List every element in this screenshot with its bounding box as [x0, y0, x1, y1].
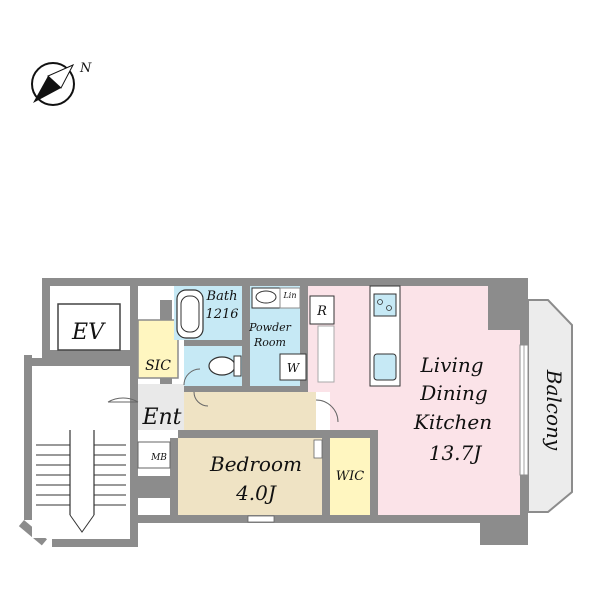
toilet-door-swing	[183, 368, 201, 386]
balcony-floor	[527, 299, 573, 513]
entrance-label: Ent	[141, 405, 181, 430]
ldk-size: 13.7J	[429, 441, 483, 465]
bath-size: 1216	[205, 307, 238, 322]
kitchen-sink-icon	[373, 353, 397, 381]
powder-label-line1: Powder	[248, 321, 292, 334]
bedroom-floor	[178, 438, 322, 515]
ldk-label-line3: Kitchen	[413, 410, 492, 434]
pantry-shelf	[317, 325, 335, 383]
balcony-label: Balcony	[542, 369, 566, 451]
bedroom-size: 4.0J	[235, 481, 277, 505]
compass-needle-north-icon	[47, 63, 75, 89]
sic-label: SIC	[145, 358, 171, 374]
washer-label: W	[287, 361, 301, 375]
ldk-door-swing	[315, 399, 339, 423]
ldk-floor	[308, 286, 520, 515]
bedroom-label: Bedroom	[209, 452, 302, 476]
wic-closet	[330, 438, 370, 515]
north-label: N	[79, 61, 92, 76]
sink-icon	[255, 290, 277, 304]
refrigerator-label: R	[316, 304, 327, 319]
hallway-floor	[184, 392, 316, 430]
washer-space	[279, 353, 307, 381]
hall-door-swing	[193, 391, 209, 407]
bathtub-icon	[176, 289, 204, 339]
refrigerator-space	[309, 295, 335, 325]
powder-label-line2: Room	[253, 336, 286, 349]
sic-closet	[137, 319, 179, 379]
stairwell	[32, 366, 130, 538]
bath-label: Bath	[206, 289, 238, 304]
entry-door-swing	[107, 397, 139, 403]
stove-icon	[373, 293, 397, 317]
compass-needle-icon	[33, 76, 61, 103]
ldk-label-line2: Dining	[419, 381, 487, 405]
meter-box	[137, 441, 171, 469]
ldk-label-line1: Living	[419, 353, 483, 377]
toilet-icon	[208, 356, 236, 376]
linen-closet	[279, 287, 301, 309]
wic-label: WIC	[336, 469, 364, 484]
bedroom-window	[247, 515, 275, 523]
elevator-car	[57, 303, 121, 351]
mb-label: MB	[150, 453, 167, 463]
ev-label: EV	[71, 320, 106, 345]
compass: N	[31, 61, 92, 106]
entrance-floor	[138, 384, 184, 430]
linen-label: Lin	[282, 291, 296, 300]
